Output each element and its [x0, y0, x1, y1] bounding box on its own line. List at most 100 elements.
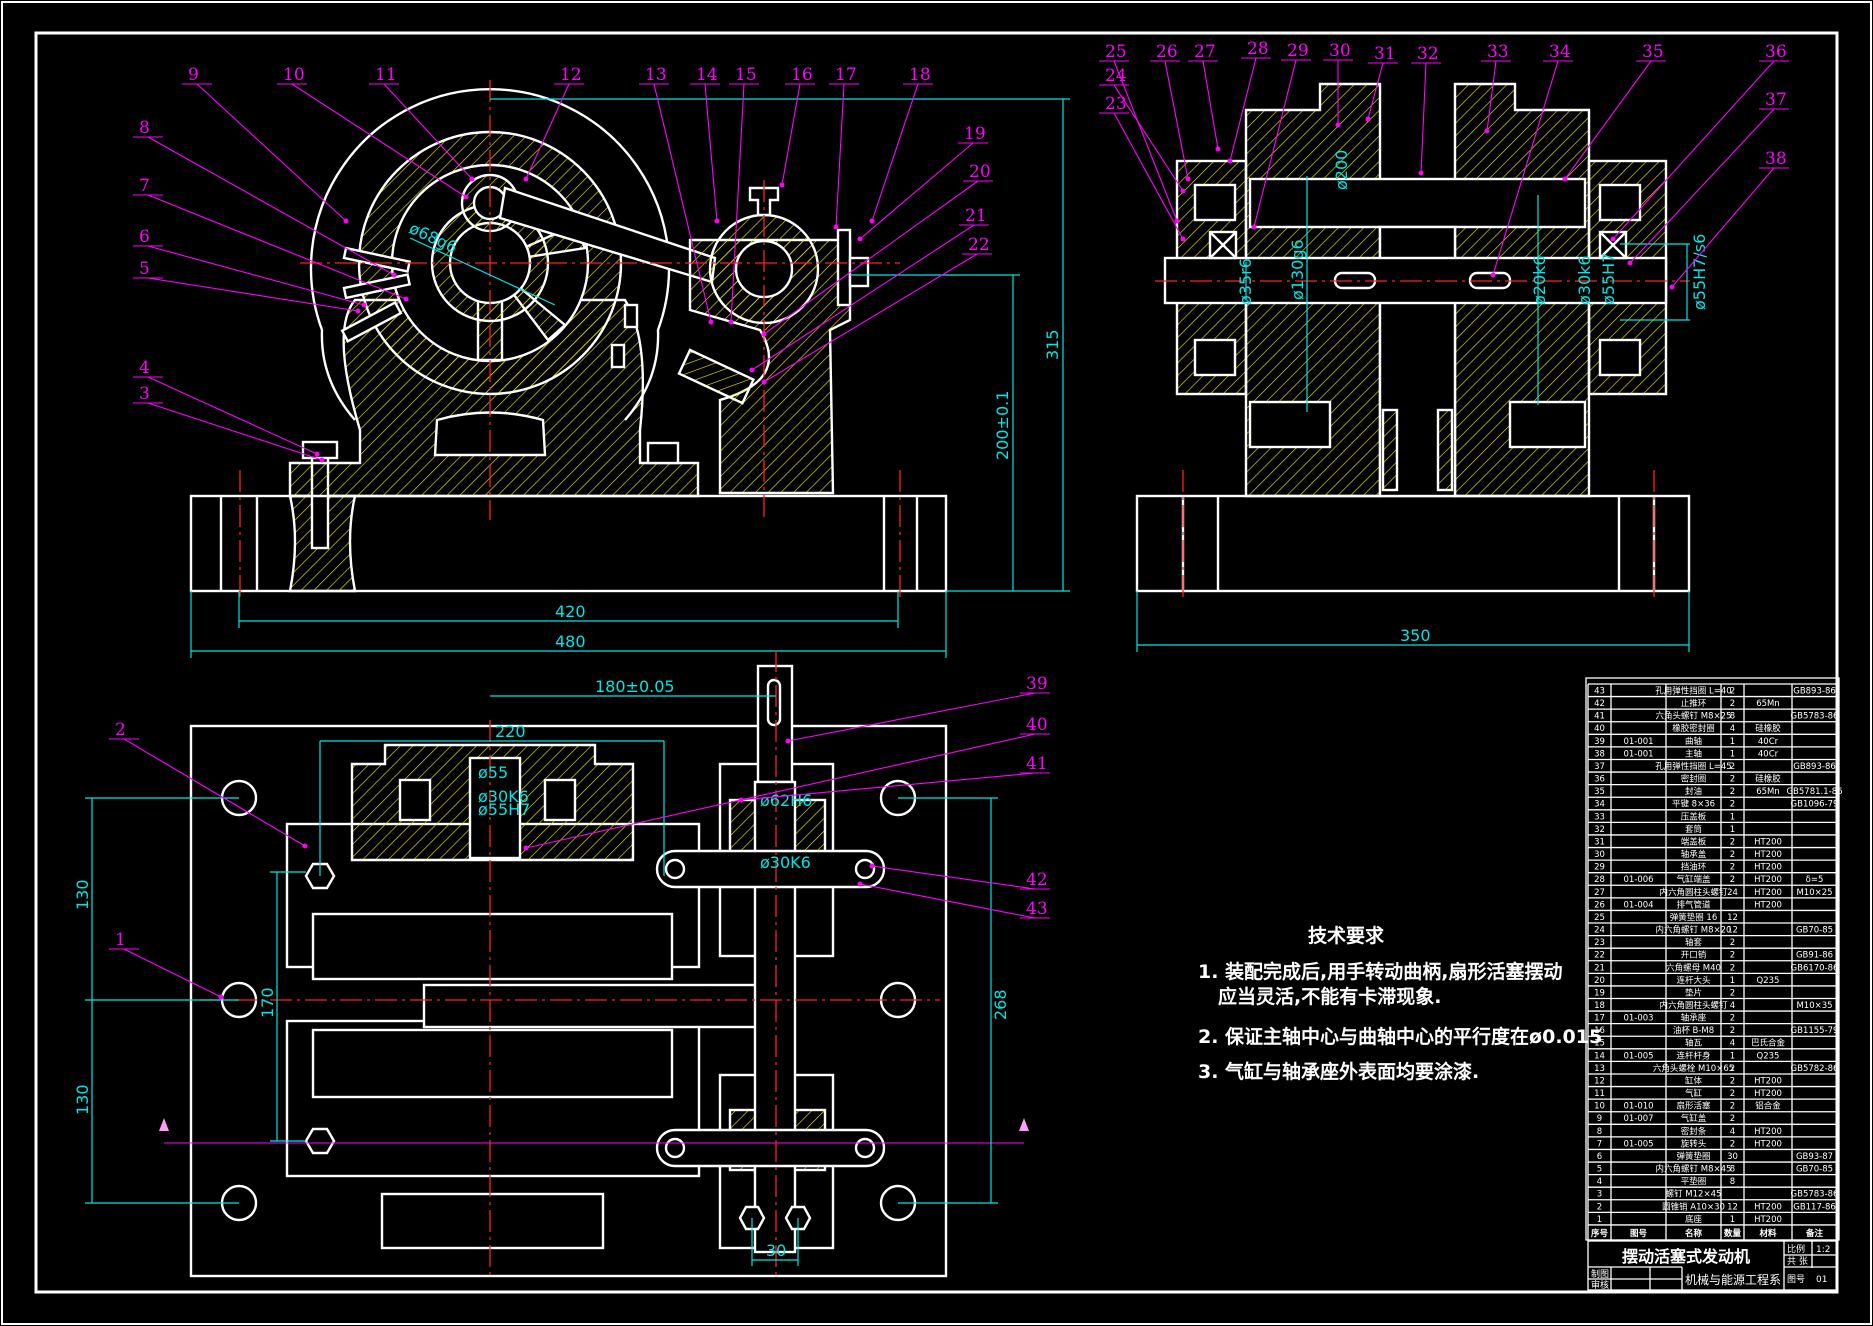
drawing-no-value: 01 — [1816, 1275, 1827, 1285]
leader-dot — [1669, 284, 1675, 290]
top-tube — [1248, 177, 1587, 229]
parts-cell: HT200 — [1754, 900, 1782, 910]
parts-cell: 28 — [1594, 875, 1605, 885]
leader-line — [1164, 60, 1189, 180]
balloon-25: 25 — [1099, 42, 1180, 224]
parts-cell: 气缸端盖 — [1676, 874, 1711, 885]
parts-cell: 挡油环 — [1681, 862, 1707, 873]
leader-line — [871, 83, 919, 222]
parts-cell: 20 — [1594, 976, 1605, 986]
balloon-number: 19 — [964, 124, 986, 144]
parts-cell: 1 — [1730, 976, 1735, 986]
balloon-number: 41 — [1026, 754, 1048, 774]
balloon-number: 32 — [1417, 44, 1439, 64]
balloon-number: 37 — [1765, 90, 1787, 110]
parts-cell: 01-005 — [1623, 1051, 1653, 1061]
tech-req-1-cont: 应当灵活,不能有卡滞现象. — [1218, 985, 1441, 1008]
plan-main-shaft — [422, 983, 778, 1029]
balloon-number: 3 — [139, 384, 150, 404]
leader-line — [147, 136, 395, 276]
parts-cell: 2 — [1730, 1139, 1735, 1149]
leader-line — [147, 245, 365, 306]
balloon-number: 7 — [139, 176, 150, 196]
parts-cell: 六角头螺栓 M10×65 — [1653, 1063, 1734, 1074]
parts-cell: 气缸 — [1685, 1088, 1703, 1099]
parts-cell: HT200 — [1754, 875, 1782, 885]
leader-line — [653, 83, 712, 323]
balloon-14: 14 — [690, 65, 720, 224]
balloon-number: 6 — [139, 227, 150, 247]
balloon-number: 13 — [645, 65, 667, 85]
balloon-number: 34 — [1549, 42, 1571, 62]
balloon-number: 16 — [791, 65, 813, 85]
leader-line — [763, 253, 978, 383]
leader-line — [1629, 108, 1775, 264]
balloon-17: 17 — [829, 65, 859, 230]
parts-cell: 六角头螺钉 M8×25 — [1656, 711, 1732, 722]
parts-cell: 8 — [1597, 1127, 1602, 1137]
parts-cell: 扇形活塞 — [1676, 1101, 1711, 1112]
bearings — [1208, 230, 1628, 260]
balloon-28: 28 — [1227, 39, 1271, 164]
parts-cell: 2 — [1730, 800, 1735, 810]
leader-dot — [355, 308, 361, 314]
parts-cell: 轴瓦 — [1685, 1038, 1703, 1049]
parts-cell: HT200 — [1754, 1089, 1782, 1099]
parts-cell: 7 — [1597, 1139, 1602, 1149]
leader-line — [147, 402, 323, 461]
balloon-number: 43 — [1026, 899, 1048, 919]
parts-cell: 23 — [1594, 938, 1605, 948]
rod-big-end — [677, 348, 756, 405]
balloon-2: 2 — [109, 720, 308, 849]
parts-cell: 4 — [1730, 1001, 1735, 1011]
balloon-41: 41 — [738, 754, 1050, 803]
parts-cell: 2 — [1730, 837, 1735, 847]
parts-cell: 曲轴 — [1685, 736, 1702, 747]
leader-line — [383, 83, 473, 180]
balloon-30: 30 — [1323, 41, 1353, 128]
leader-line — [871, 865, 1036, 890]
drawn-by-label: 制图 — [1591, 1268, 1609, 1280]
parts-cell: 8 — [1730, 1177, 1735, 1187]
parts-cell: 2 — [1730, 1014, 1735, 1024]
leader-line — [1671, 167, 1775, 288]
leader-line — [787, 692, 1036, 742]
leader-dot — [749, 367, 755, 373]
lower-cover — [380, 1192, 605, 1250]
parts-cell: 1 — [1730, 825, 1735, 835]
parts-cell: 5 — [1597, 1165, 1602, 1175]
parts-cell: 4 — [1730, 724, 1735, 734]
parts-cell: 轴承座 — [1681, 1013, 1707, 1024]
parts-cell: 01-001 — [1623, 737, 1653, 747]
balloon-19: 19 — [857, 124, 988, 242]
balloon-21: 21 — [749, 206, 989, 373]
parts-cell: 2 — [1730, 787, 1735, 797]
parts-cell: 65Mn — [1756, 699, 1780, 709]
parts-cell: 24 — [1594, 926, 1605, 936]
leader-dot — [833, 224, 839, 230]
parts-cell: 12 — [1594, 1076, 1605, 1086]
leader-dot — [869, 218, 875, 224]
balloon-number: 26 — [1156, 42, 1178, 62]
balloon-number: 8 — [139, 118, 150, 138]
balloon-33: 33 — [1481, 42, 1511, 134]
leader-dot — [361, 302, 367, 308]
parts-cell: 套筒 — [1685, 824, 1702, 835]
tech-req-1: 1. 装配完成后,用手转动曲柄,扇形活塞摆动 — [1198, 960, 1563, 983]
leader-dot — [785, 738, 791, 744]
dim-20k6: ø20k6 — [1530, 255, 1549, 305]
leader-line — [147, 376, 318, 455]
leader-line — [740, 772, 1036, 801]
leader-dot — [343, 218, 349, 224]
parts-cell: 连杆杆身 — [1676, 1050, 1710, 1061]
parts-cell: 2 — [1730, 1089, 1735, 1099]
front-view: 420 480 315 200±0.1 ø68g6 — [189, 80, 1070, 658]
